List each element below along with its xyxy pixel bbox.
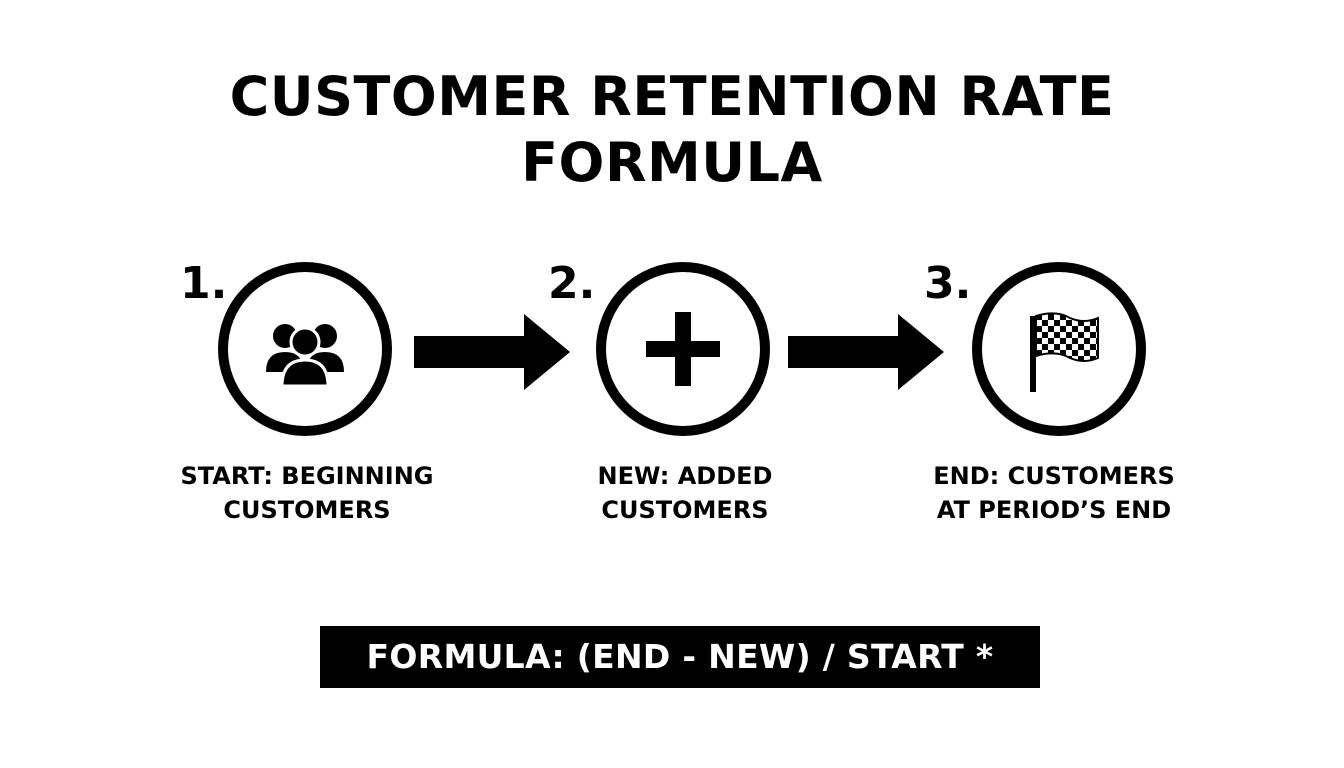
step-1-circle (218, 262, 392, 436)
step-2-label: NEW: ADDED CUSTOMERS (535, 459, 835, 527)
step-3-number: 3. (924, 258, 972, 309)
title-line-1: CUSTOMER RETENTION RATE (229, 65, 1115, 128)
checkered-flag-icon (1030, 312, 1099, 392)
plus-icon (646, 312, 720, 386)
arrow-right-icon (788, 314, 944, 390)
step-1-label-line-2: CUSTOMERS (223, 496, 391, 524)
step-1-label-line-1: START: BEGINNING (180, 462, 434, 490)
step-2-label-line-1: NEW: ADDED (597, 462, 773, 490)
step-3-label: END: CUSTOMERS AT PERIOD’S END (904, 459, 1204, 527)
formula-banner: FORMULA: (END - NEW) / START * 100% (320, 626, 1040, 738)
arrow-right-icon (414, 314, 570, 390)
step-3-label-line-1: END: CUSTOMERS (933, 462, 1175, 490)
step-3-label-line-2: AT PERIOD’S END (936, 496, 1172, 524)
page-title: CUSTOMER RETENTION RATE FORMULA (0, 64, 1344, 196)
title-line-2: FORMULA (521, 131, 823, 194)
step-2-number: 2. (548, 258, 596, 309)
step-1-number: 1. (180, 258, 228, 309)
step-2-label-line-2: CUSTOMERS (601, 496, 769, 524)
step-2-circle (596, 262, 770, 436)
step-3-circle (972, 262, 1146, 436)
people-group-icon (266, 324, 344, 388)
step-1-label: START: BEGINNING CUSTOMERS (157, 459, 457, 527)
